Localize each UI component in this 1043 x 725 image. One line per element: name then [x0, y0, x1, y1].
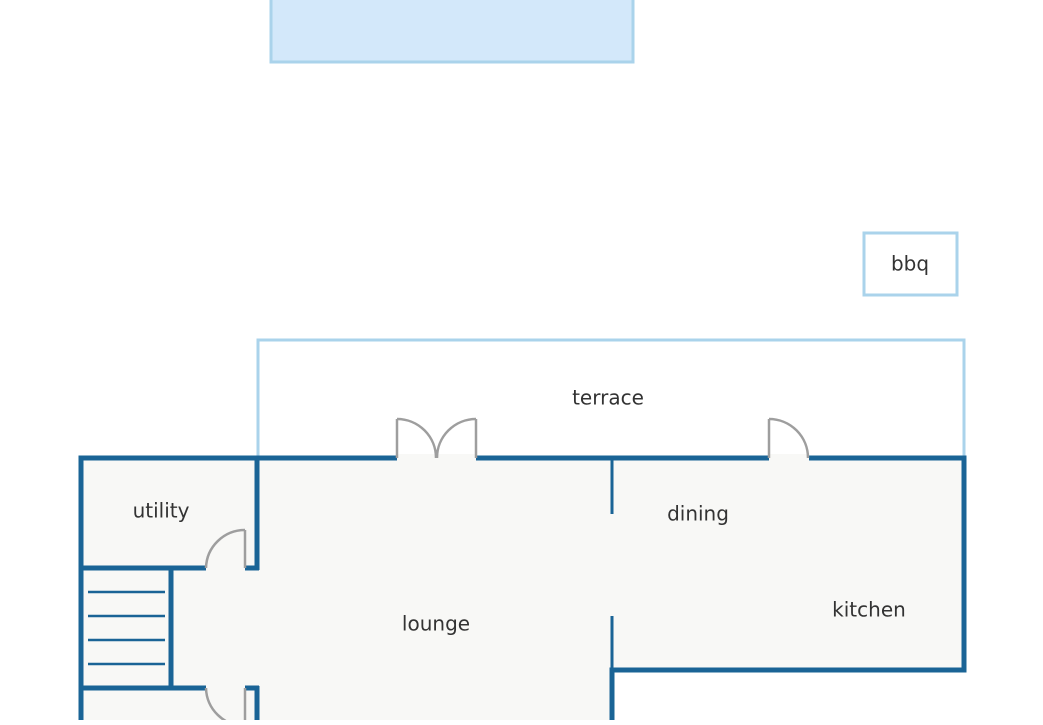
lounge-label: lounge	[402, 612, 470, 636]
terrace-single-door-opening	[769, 454, 809, 462]
pool-area	[269, 0, 635, 64]
terrace-double-door	[395, 417, 478, 459]
utility-door	[204, 528, 247, 569]
outer-wall	[78, 455, 967, 725]
kitchen-label: kitchen	[832, 598, 906, 622]
utility-label: utility	[133, 499, 190, 523]
interior-floor	[81, 458, 964, 725]
dining-label: dining	[667, 502, 729, 526]
bbq-box	[862, 231, 959, 297]
bbq-label: bbq	[891, 252, 929, 276]
terrace-label: terrace	[572, 386, 644, 410]
terrace-single-door	[767, 417, 810, 459]
staircase	[88, 590, 165, 666]
terrace-area	[256, 338, 966, 460]
